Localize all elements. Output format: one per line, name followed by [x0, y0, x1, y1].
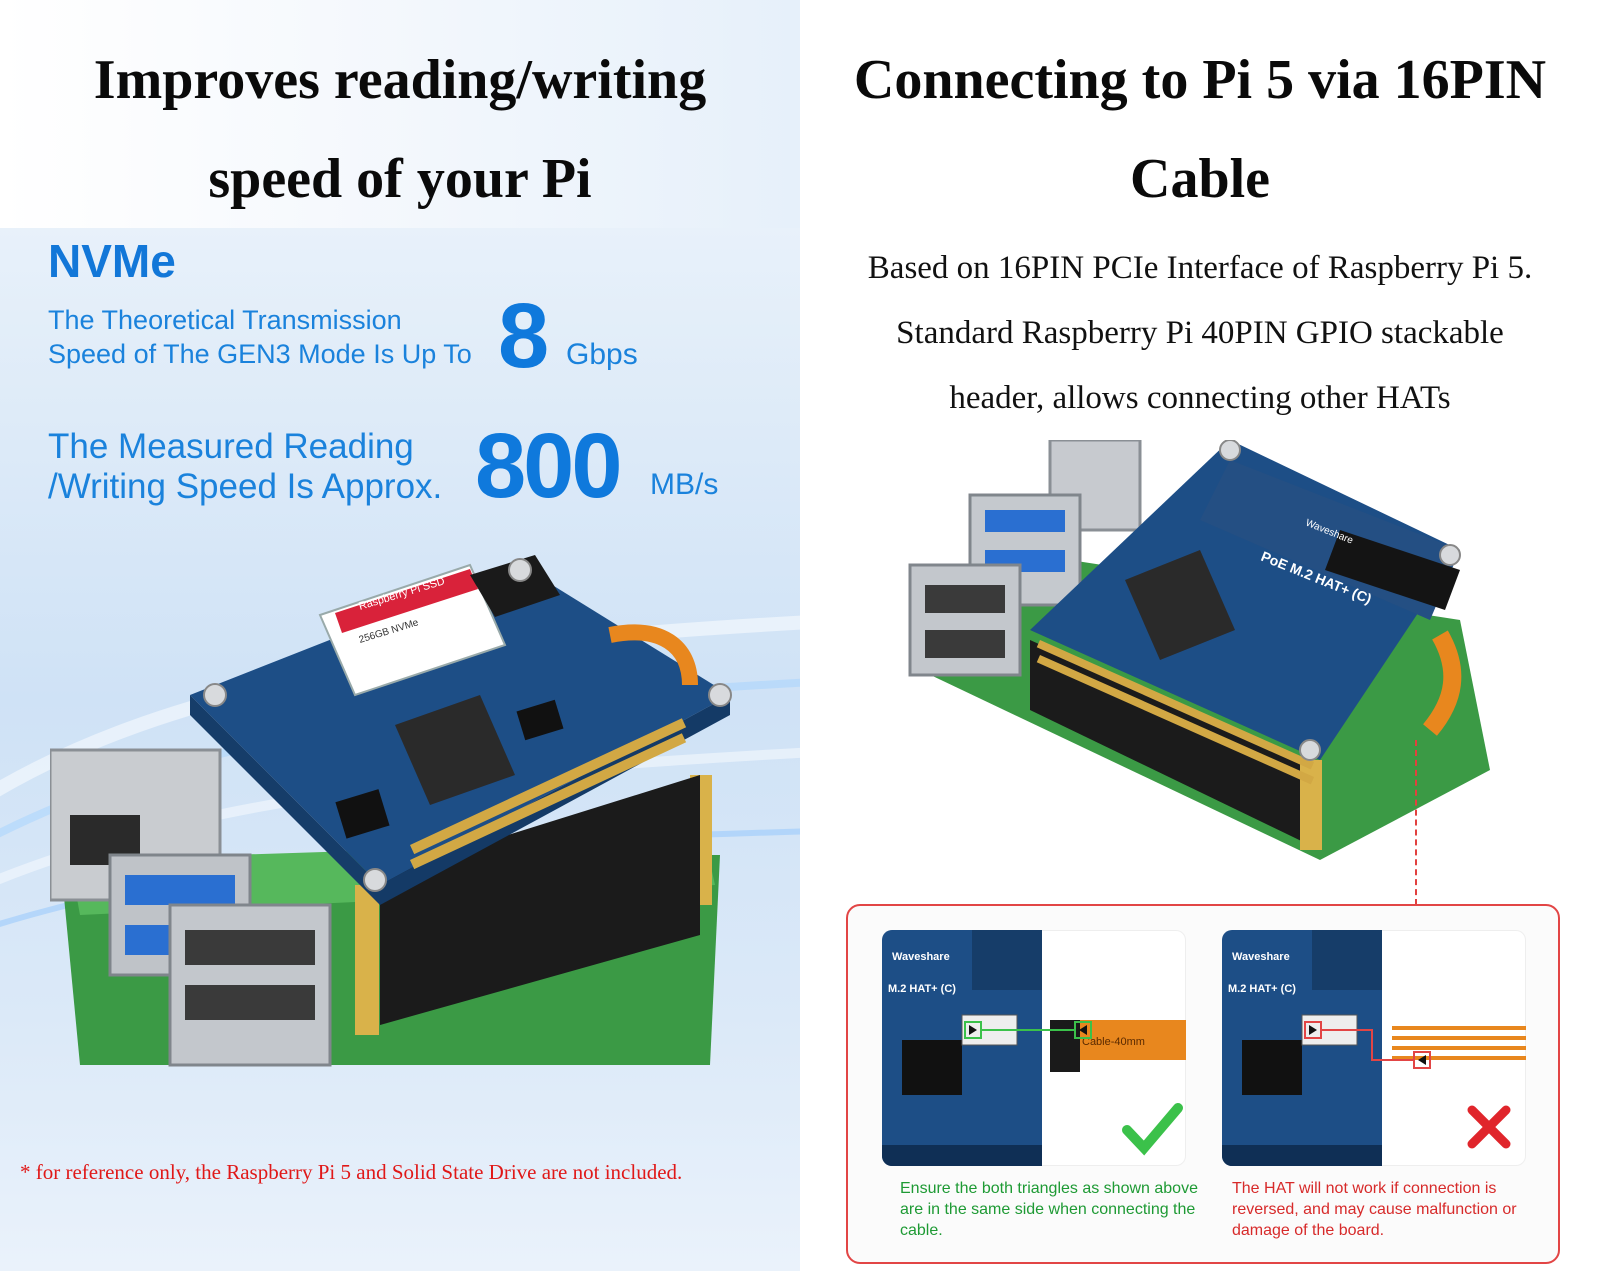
theoretical-line2: Speed of The GEN3 Mode Is Up To [48, 339, 472, 369]
card-brand-2: Waveshare [1232, 951, 1290, 963]
left-title-background [0, 0, 800, 228]
nvme-hat-product-photo: Raspberry Pi SSD 256GB NVMe [50, 555, 732, 1067]
card-board-label-2: M.2 HAT+ (C) [1228, 983, 1296, 995]
theoretical-speed-text: The Theoretical Transmission Speed of Th… [48, 303, 472, 371]
correct-connection-card: Waveshare M.2 HAT+ (C) Cable-40mm [882, 930, 1186, 1166]
measured-line1: The Measured Reading [48, 427, 414, 466]
right-title-line2: Cable [1130, 148, 1270, 210]
correct-connection-caption: Ensure the both triangles as shown above… [900, 1180, 1198, 1239]
description-line3: header, allows connecting other HATs [949, 380, 1451, 416]
cable-orientation-warning-box: Waveshare M.2 HAT+ (C) Cable-40mm W [846, 904, 1560, 1264]
description-line1: Based on 16PIN PCIe Interface of Raspber… [867, 250, 1533, 286]
cross-icon [1467, 1105, 1511, 1149]
nvme-heading: NVMe [48, 235, 176, 287]
card-board-label: M.2 HAT+ (C) [888, 983, 956, 995]
theoretical-speed-unit: Gbps [566, 338, 638, 371]
theoretical-speed-value: 8 [498, 285, 550, 387]
right-panel: Connecting to Pi 5 via 16PIN Cable Based… [800, 0, 1600, 1271]
right-title-line1: Connecting to Pi 5 via 16PIN [853, 49, 1547, 111]
measured-speed-unit: MB/s [650, 468, 719, 501]
card-brand: Waveshare [892, 951, 950, 963]
left-title-line1: Improves reading/writing [93, 49, 707, 111]
reversed-connection-card: Waveshare M.2 HAT+ (C) [1222, 930, 1526, 1166]
description-line2: Standard Raspberry Pi 40PIN GPIO stackab… [896, 315, 1504, 351]
reference-note: * for reference only, the Raspberry Pi 5… [20, 1160, 683, 1184]
measured-line2: /Writing Speed Is Approx. [48, 467, 443, 506]
theoretical-line1: The Theoretical Transmission [48, 305, 402, 335]
measured-speed-value: 800 [475, 415, 622, 517]
left-title-line2: speed of your Pi [208, 148, 592, 210]
measured-speed-text: The Measured Reading /Writing Speed Is A… [48, 427, 442, 507]
check-icon [1122, 1103, 1183, 1156]
callout-dashed-line [1415, 740, 1417, 905]
reversed-connection-caption: The HAT will not work if connection is r… [1232, 1180, 1517, 1239]
left-panel: Improves reading/writing speed of your P… [0, 0, 800, 1271]
poe-hat-product-photo: PoE M.2 HAT+ (C) Waveshare [908, 440, 1490, 860]
cable-label: Cable-40mm [1082, 1036, 1145, 1048]
